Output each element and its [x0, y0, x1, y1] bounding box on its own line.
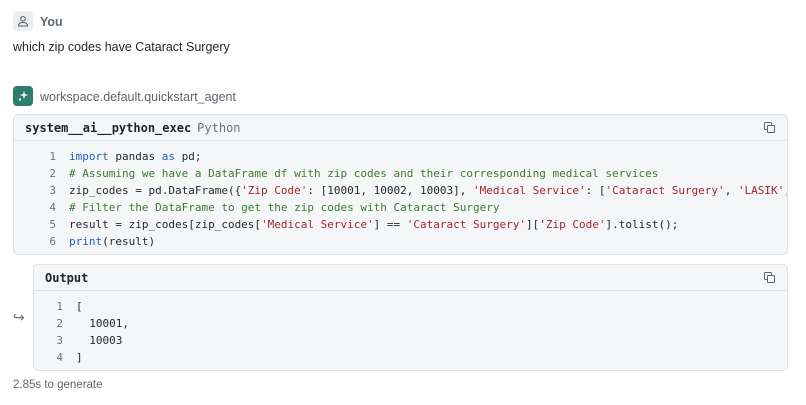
line-number: 1	[49, 150, 56, 163]
copy-code-button[interactable]	[763, 121, 777, 135]
line-number: 2	[56, 317, 63, 330]
user-avatar	[13, 11, 33, 31]
code-token-str: 'Cataract Surgery'	[605, 184, 725, 197]
code-text: result = zip_codes[zip_codes['Medical Se…	[69, 216, 678, 233]
output-line: 4]	[34, 349, 787, 366]
tool-name: system__ai__python_exec	[25, 120, 192, 135]
code-token-plain: ,	[724, 184, 738, 197]
output-text: [	[76, 300, 83, 313]
user-message: which zip codes have Cataract Surgery	[13, 40, 230, 54]
code-token-kw: import	[69, 150, 109, 163]
line-number: 5	[49, 218, 56, 231]
code-token-str: 'Cataract Surgery'	[406, 218, 526, 231]
code-token-plain: pandas	[108, 150, 162, 163]
tool-call-block: system__ai__python_exec Python 1 import p…	[13, 114, 788, 255]
code-token-plain: ] ==	[373, 218, 407, 231]
person-icon	[17, 15, 29, 27]
agent-avatar	[13, 86, 33, 106]
code-line: 2 # Assuming we have a DataFrame df with …	[14, 165, 787, 182]
code-token-com: # Filter the DataFrame to get the zip co…	[69, 201, 500, 214]
code-text: print(result)	[69, 233, 155, 250]
code-token-kw: print	[69, 235, 103, 248]
line-number: 4	[49, 201, 56, 214]
code-token-plain: ][	[526, 218, 540, 231]
output-line: 2 10001,	[34, 315, 787, 332]
tool-call-header: system__ai__python_exec Python	[14, 115, 787, 141]
line-number: 4	[56, 351, 63, 364]
line-number: 3	[56, 334, 63, 347]
code-text: import pandas as pd;	[69, 148, 201, 165]
code-token-str: 'Zip Code'	[241, 184, 308, 197]
code-token-str: 'Medical Service'	[261, 218, 374, 231]
agent-name: workspace.default.quickstart_agent	[40, 90, 236, 104]
output-line: 1[	[34, 298, 787, 315]
output-text: 10001,	[76, 317, 129, 330]
tool-language: Python	[197, 120, 241, 135]
line-number: 2	[49, 167, 56, 180]
copy-output-button[interactable]	[763, 271, 777, 285]
code-token-str: 'LASIK'	[737, 184, 785, 197]
code-token-kw: as	[161, 150, 175, 163]
user-name: You	[40, 15, 63, 29]
generation-time: 2.85s to generate	[13, 379, 103, 391]
code-token-plain: (result)	[102, 235, 156, 248]
return-arrow-icon: ↪	[13, 309, 25, 325]
line-number: 1	[56, 300, 63, 313]
line-number: 6	[49, 235, 56, 248]
output-text: ]	[76, 351, 83, 364]
code-token-plain: zip_codes = pd.DataFrame({	[69, 184, 242, 197]
code-token-plain: : [10001, 10002, 10003],	[307, 184, 473, 197]
code-token-com: # Assuming we have a DataFrame df with z…	[69, 167, 659, 180]
output-title: Output	[45, 270, 89, 285]
output-line: 3 10003	[34, 332, 787, 349]
copy-icon-front	[767, 125, 775, 133]
code-token-plain: ,	[784, 184, 787, 197]
code-line: 1 import pandas as pd;	[14, 148, 787, 165]
code-line: 6 print(result)	[14, 233, 787, 250]
code-token-plain: : [	[585, 184, 606, 197]
code-token-plain: ].tolist();	[605, 218, 679, 231]
sparkle-icon	[18, 91, 28, 101]
output-header: Output	[34, 265, 787, 291]
code-body: 1 import pandas as pd; 2 # Assuming we have…	[14, 141, 787, 250]
code-line: 4 # Filter the DataFrame to get the zip c…	[14, 199, 787, 216]
line-number: 3	[49, 184, 56, 197]
code-line: 5 result = zip_codes[zip_codes['Medical S…	[14, 216, 787, 233]
code-token-plain: result = zip_codes[zip_codes[	[69, 218, 262, 231]
copy-icon-front	[767, 275, 775, 283]
code-token-str: 'Zip Code'	[539, 218, 606, 231]
code-text: # Assuming we have a DataFrame df with z…	[69, 165, 658, 182]
code-token-plain: pd;	[174, 150, 202, 163]
code-text: zip_codes = pd.DataFrame({'Zip Code': [1…	[69, 182, 787, 199]
code-token-str: 'Medical Service'	[473, 184, 586, 197]
code-text: # Filter the DataFrame to get the zip co…	[69, 199, 499, 216]
output-text: 10003	[76, 334, 123, 347]
